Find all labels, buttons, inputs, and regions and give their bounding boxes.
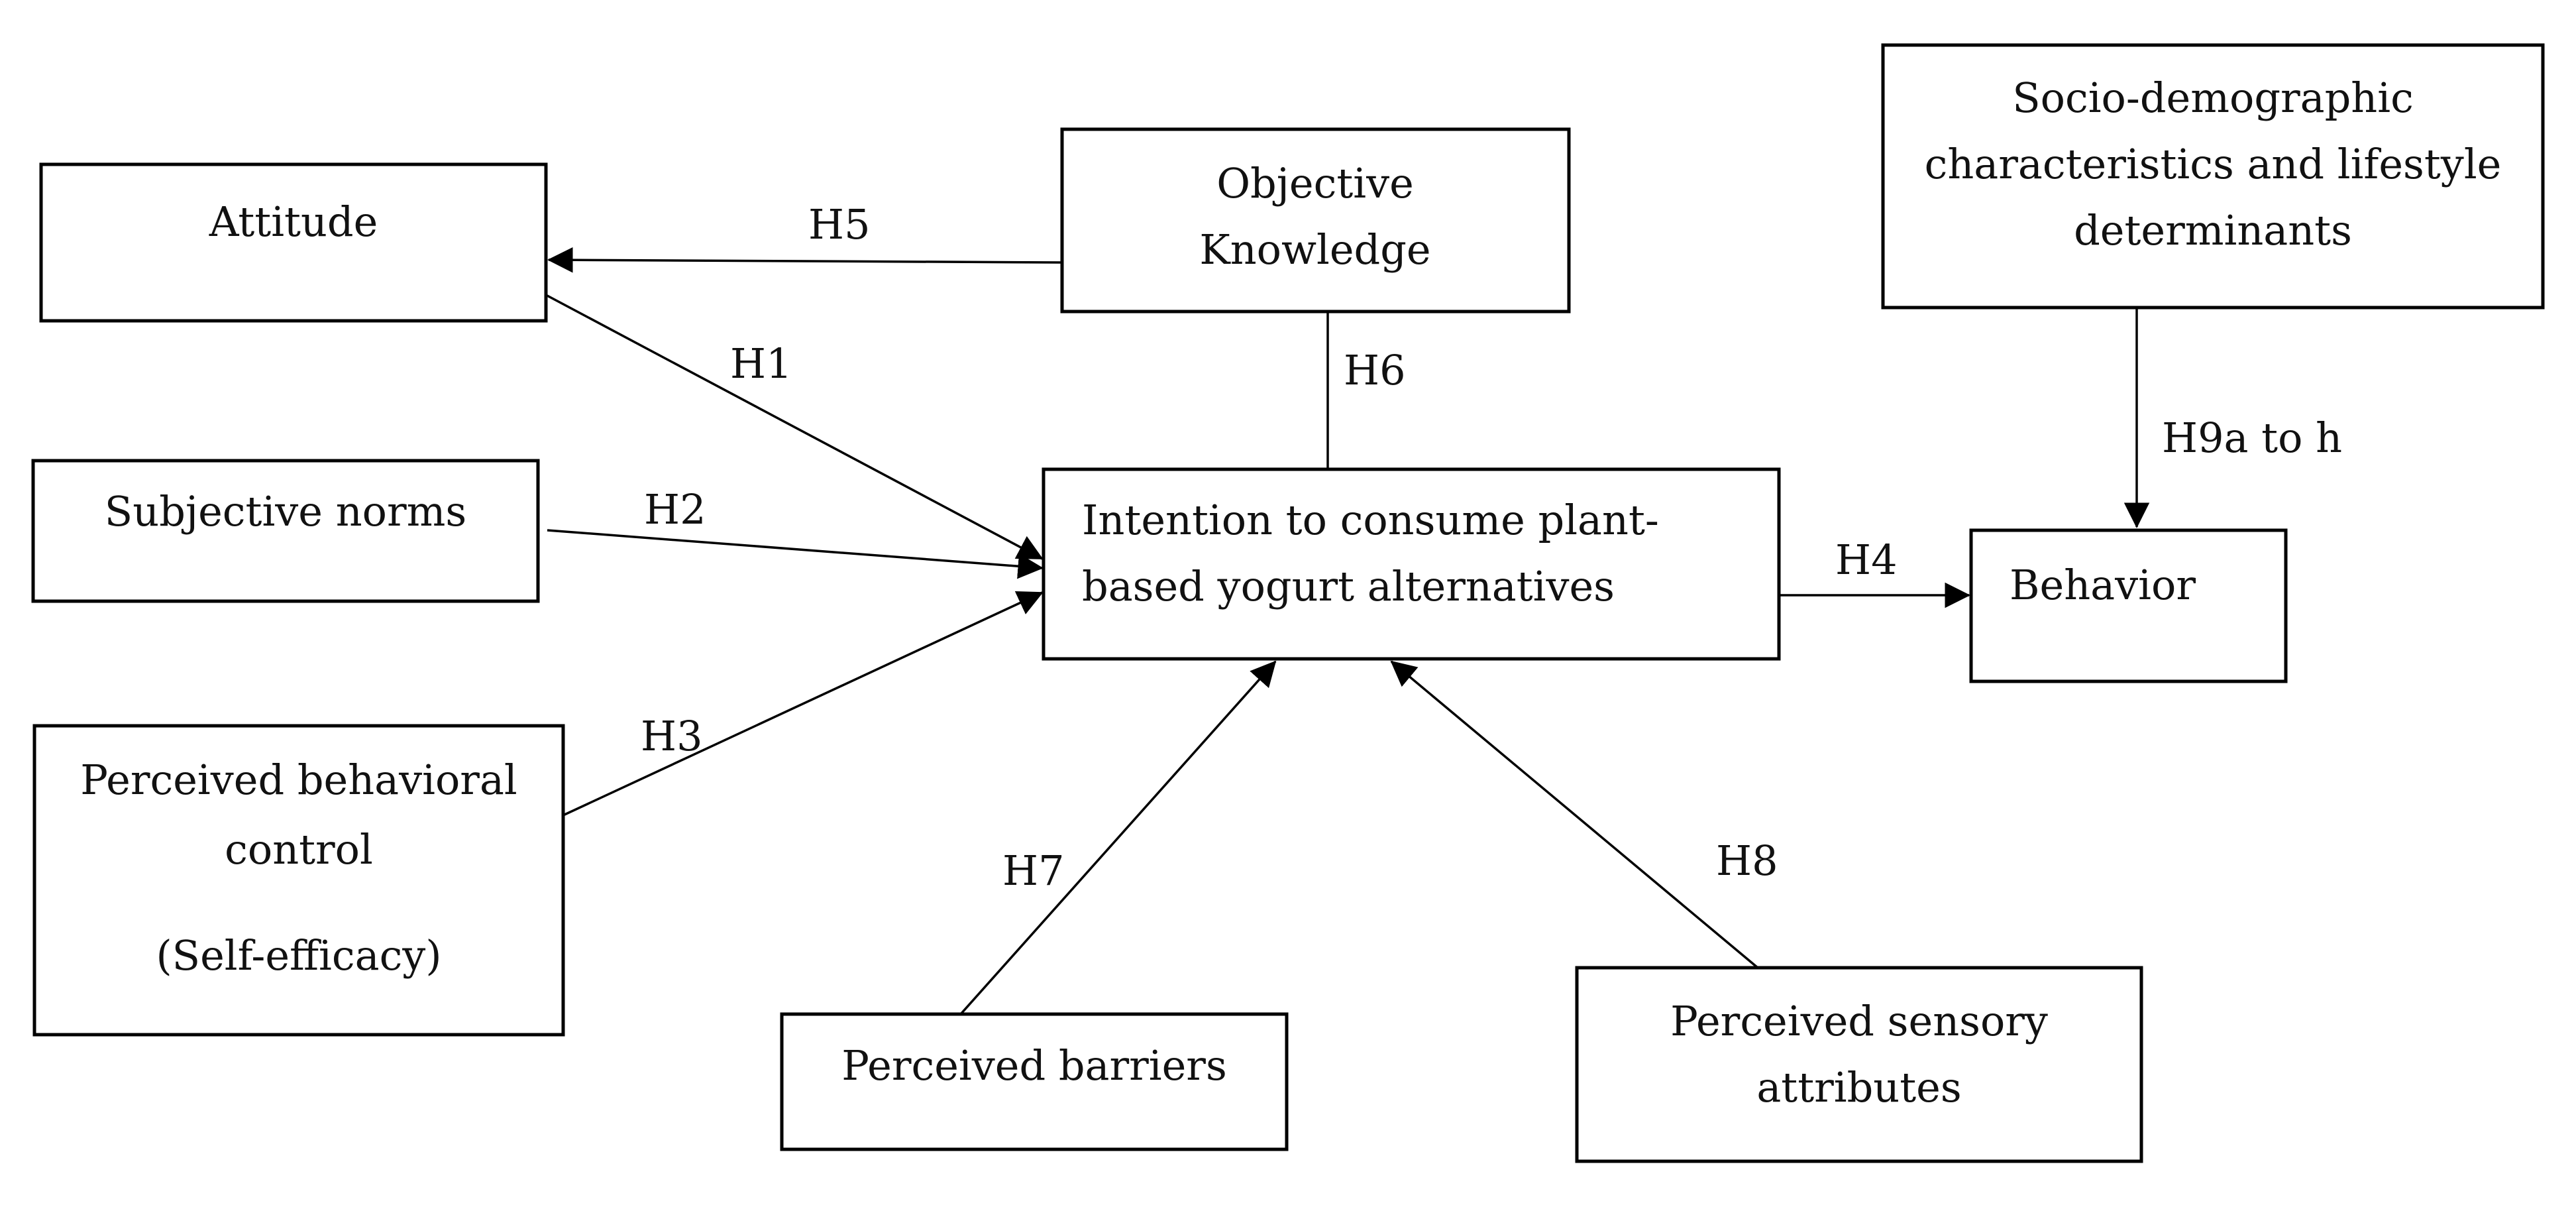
edge-label-h9: H9a to h [2162, 414, 2342, 462]
node-text-intention-1: based yogurt alternatives [1082, 562, 1615, 610]
node-box-perceived-barriers [780, 1012, 1289, 1151]
node-box-perceived-sensory-attributes [1575, 966, 2143, 1163]
edge-arrow-h7 [959, 660, 1277, 1015]
node-text-objective-knowledge-0: Objective [1216, 159, 1414, 207]
node-perceived-behavioral-control: Perceived behavioral control (Self-efficac… [32, 724, 565, 1037]
node-subjective-norms: Subjective norms [31, 459, 540, 603]
node-text-objective-knowledge-1: Knowledge [1199, 225, 1430, 274]
edge-label-h4: H4 [1835, 536, 1898, 584]
node-text-perceived-behavioral-control-0: Perceived behavioral [80, 756, 517, 804]
node-socio-demographic: Socio-demographic characteristics and lif… [1881, 43, 2545, 310]
node-text-attitude-0: Attitude [209, 198, 378, 246]
node-text-intention-0: Intention to consume plant- [1082, 496, 1659, 544]
node-box-objective-knowledge [1060, 127, 1571, 314]
node-behavior: Behavior [1969, 528, 2288, 683]
node-box-subjective-norms [31, 459, 540, 603]
edge-label-h3: H3 [641, 712, 703, 760]
node-text-behavior-0: Behavior [2010, 561, 2196, 609]
node-text-socio-demographic-1: characteristics and lifestyle [1925, 140, 2502, 188]
node-box-socio-demographic [1881, 43, 2545, 310]
node-box-attitude [39, 162, 548, 323]
edge-label-h5: H5 [808, 200, 871, 249]
node-text-subjective-norms-0: Subjective norms [105, 487, 466, 536]
edge-arrow-h5 [547, 247, 1063, 273]
node-text-perceived-sensory-attributes-0: Perceived sensory [1670, 997, 2048, 1045]
edge-label-h1: H1 [730, 339, 792, 388]
node-box-perceived-behavioral-control [32, 724, 565, 1037]
edge-label-h8: H8 [1716, 836, 1778, 885]
edge-label-h6: H6 [1344, 346, 1406, 394]
node-perceived-sensory-attributes: Perceived sensory attributes [1575, 966, 2143, 1163]
node-perceived-barriers: Perceived barriers [780, 1012, 1289, 1151]
edge-arrow-h1 [545, 294, 1044, 560]
node-attitude: Attitude [39, 162, 548, 323]
node-text-perceived-behavioral-control-2: (Self-efficacy) [156, 931, 441, 980]
edge-label-h2: H2 [644, 485, 706, 534]
node-box-behavior [1969, 528, 2288, 683]
edge-arrow-h8 [1390, 660, 1759, 969]
edge-arrow-h2 [547, 529, 1044, 579]
node-text-socio-demographic-0: Socio-demographic [2012, 74, 2414, 122]
node-text-perceived-behavioral-control-1: control [225, 825, 373, 874]
node-intention: Intention to consume plant-based yogurt … [1042, 467, 1781, 661]
node-text-socio-demographic-2: determinants [2074, 206, 2352, 255]
edge-label-h7: H7 [1002, 846, 1065, 895]
node-text-perceived-sensory-attributes-1: attributes [1756, 1063, 1961, 1112]
node-text-perceived-barriers-0: Perceived barriers [841, 1041, 1227, 1090]
node-box-intention [1042, 467, 1781, 661]
edge-arrow-h3 [563, 591, 1044, 817]
